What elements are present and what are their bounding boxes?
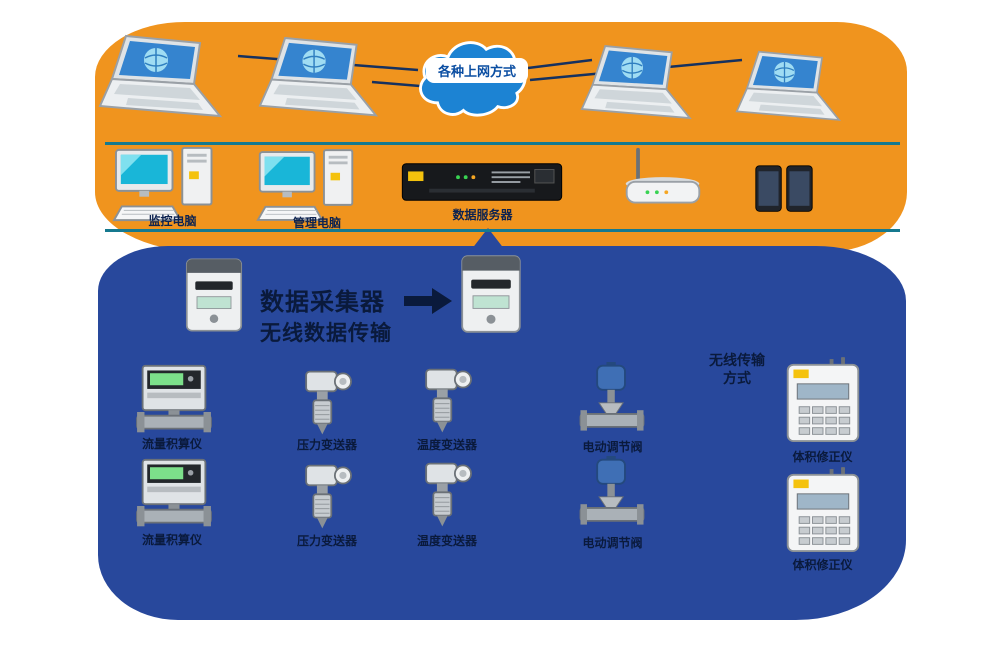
cloud-label: 各种上网方式 (426, 58, 528, 83)
wireless-router-icon (622, 146, 704, 212)
transmitter-icon (292, 368, 358, 438)
desktop1-label: 监控电脑 (148, 214, 197, 228)
desktop-computer-icon (112, 146, 234, 224)
field-device-label: 电动调节阀 (582, 536, 643, 550)
mobile-phones-icon (753, 164, 815, 214)
desktop-computer-icon (256, 148, 374, 224)
volume-corrector-icon (782, 466, 864, 556)
right-header-line1: 无线传输 (709, 352, 765, 368)
data-collector-icon (180, 252, 248, 338)
transmitter-icon (412, 366, 478, 436)
flow-computer-icon (134, 364, 214, 436)
field-device-label: 温度变送器 (416, 438, 477, 452)
laptop-icon (98, 34, 248, 129)
right-header-line2: 方式 (723, 369, 751, 386)
control-valve-icon (578, 456, 646, 532)
volume-corrector-icon (782, 356, 864, 446)
network-bus-line-bottom (105, 229, 900, 232)
collector-big-text-line1: 数据采集器 (260, 289, 385, 316)
control-valve-icon (578, 362, 646, 438)
laptop-icon (258, 36, 403, 128)
right-column-header: 无线传输 方式 (698, 352, 776, 387)
transmitter-icon (412, 460, 478, 530)
data-collector-icon (455, 250, 527, 338)
field-device-label: 压力变送器 (296, 438, 357, 452)
network-bus-line-top (105, 142, 900, 145)
flow-computer-icon (134, 458, 214, 530)
server-label: 数据服务器 (452, 208, 513, 222)
desktop2-label: 管理电脑 (292, 216, 341, 230)
right-device1-label: 体积修正仪 (792, 450, 853, 464)
field-device-label: 温度变送器 (416, 534, 477, 548)
zone-connector-pointer (468, 228, 508, 254)
right-device2-label: 体积修正仪 (792, 558, 853, 572)
laptop-icon (735, 50, 863, 131)
field-device-label: 流量积算仪 (141, 533, 202, 547)
collector-big-text-line2: 无线数据传输 (260, 322, 392, 345)
field-device-label: 流量积算仪 (141, 437, 202, 451)
collector-big-text: 数据采集器 无线数据传输 (260, 282, 420, 347)
field-device-label: 压力变送器 (296, 534, 357, 548)
laptop-icon (580, 44, 715, 130)
rack-server-icon (398, 158, 566, 206)
transmitter-icon (292, 462, 358, 532)
field-device-label: 电动调节阀 (582, 440, 643, 454)
